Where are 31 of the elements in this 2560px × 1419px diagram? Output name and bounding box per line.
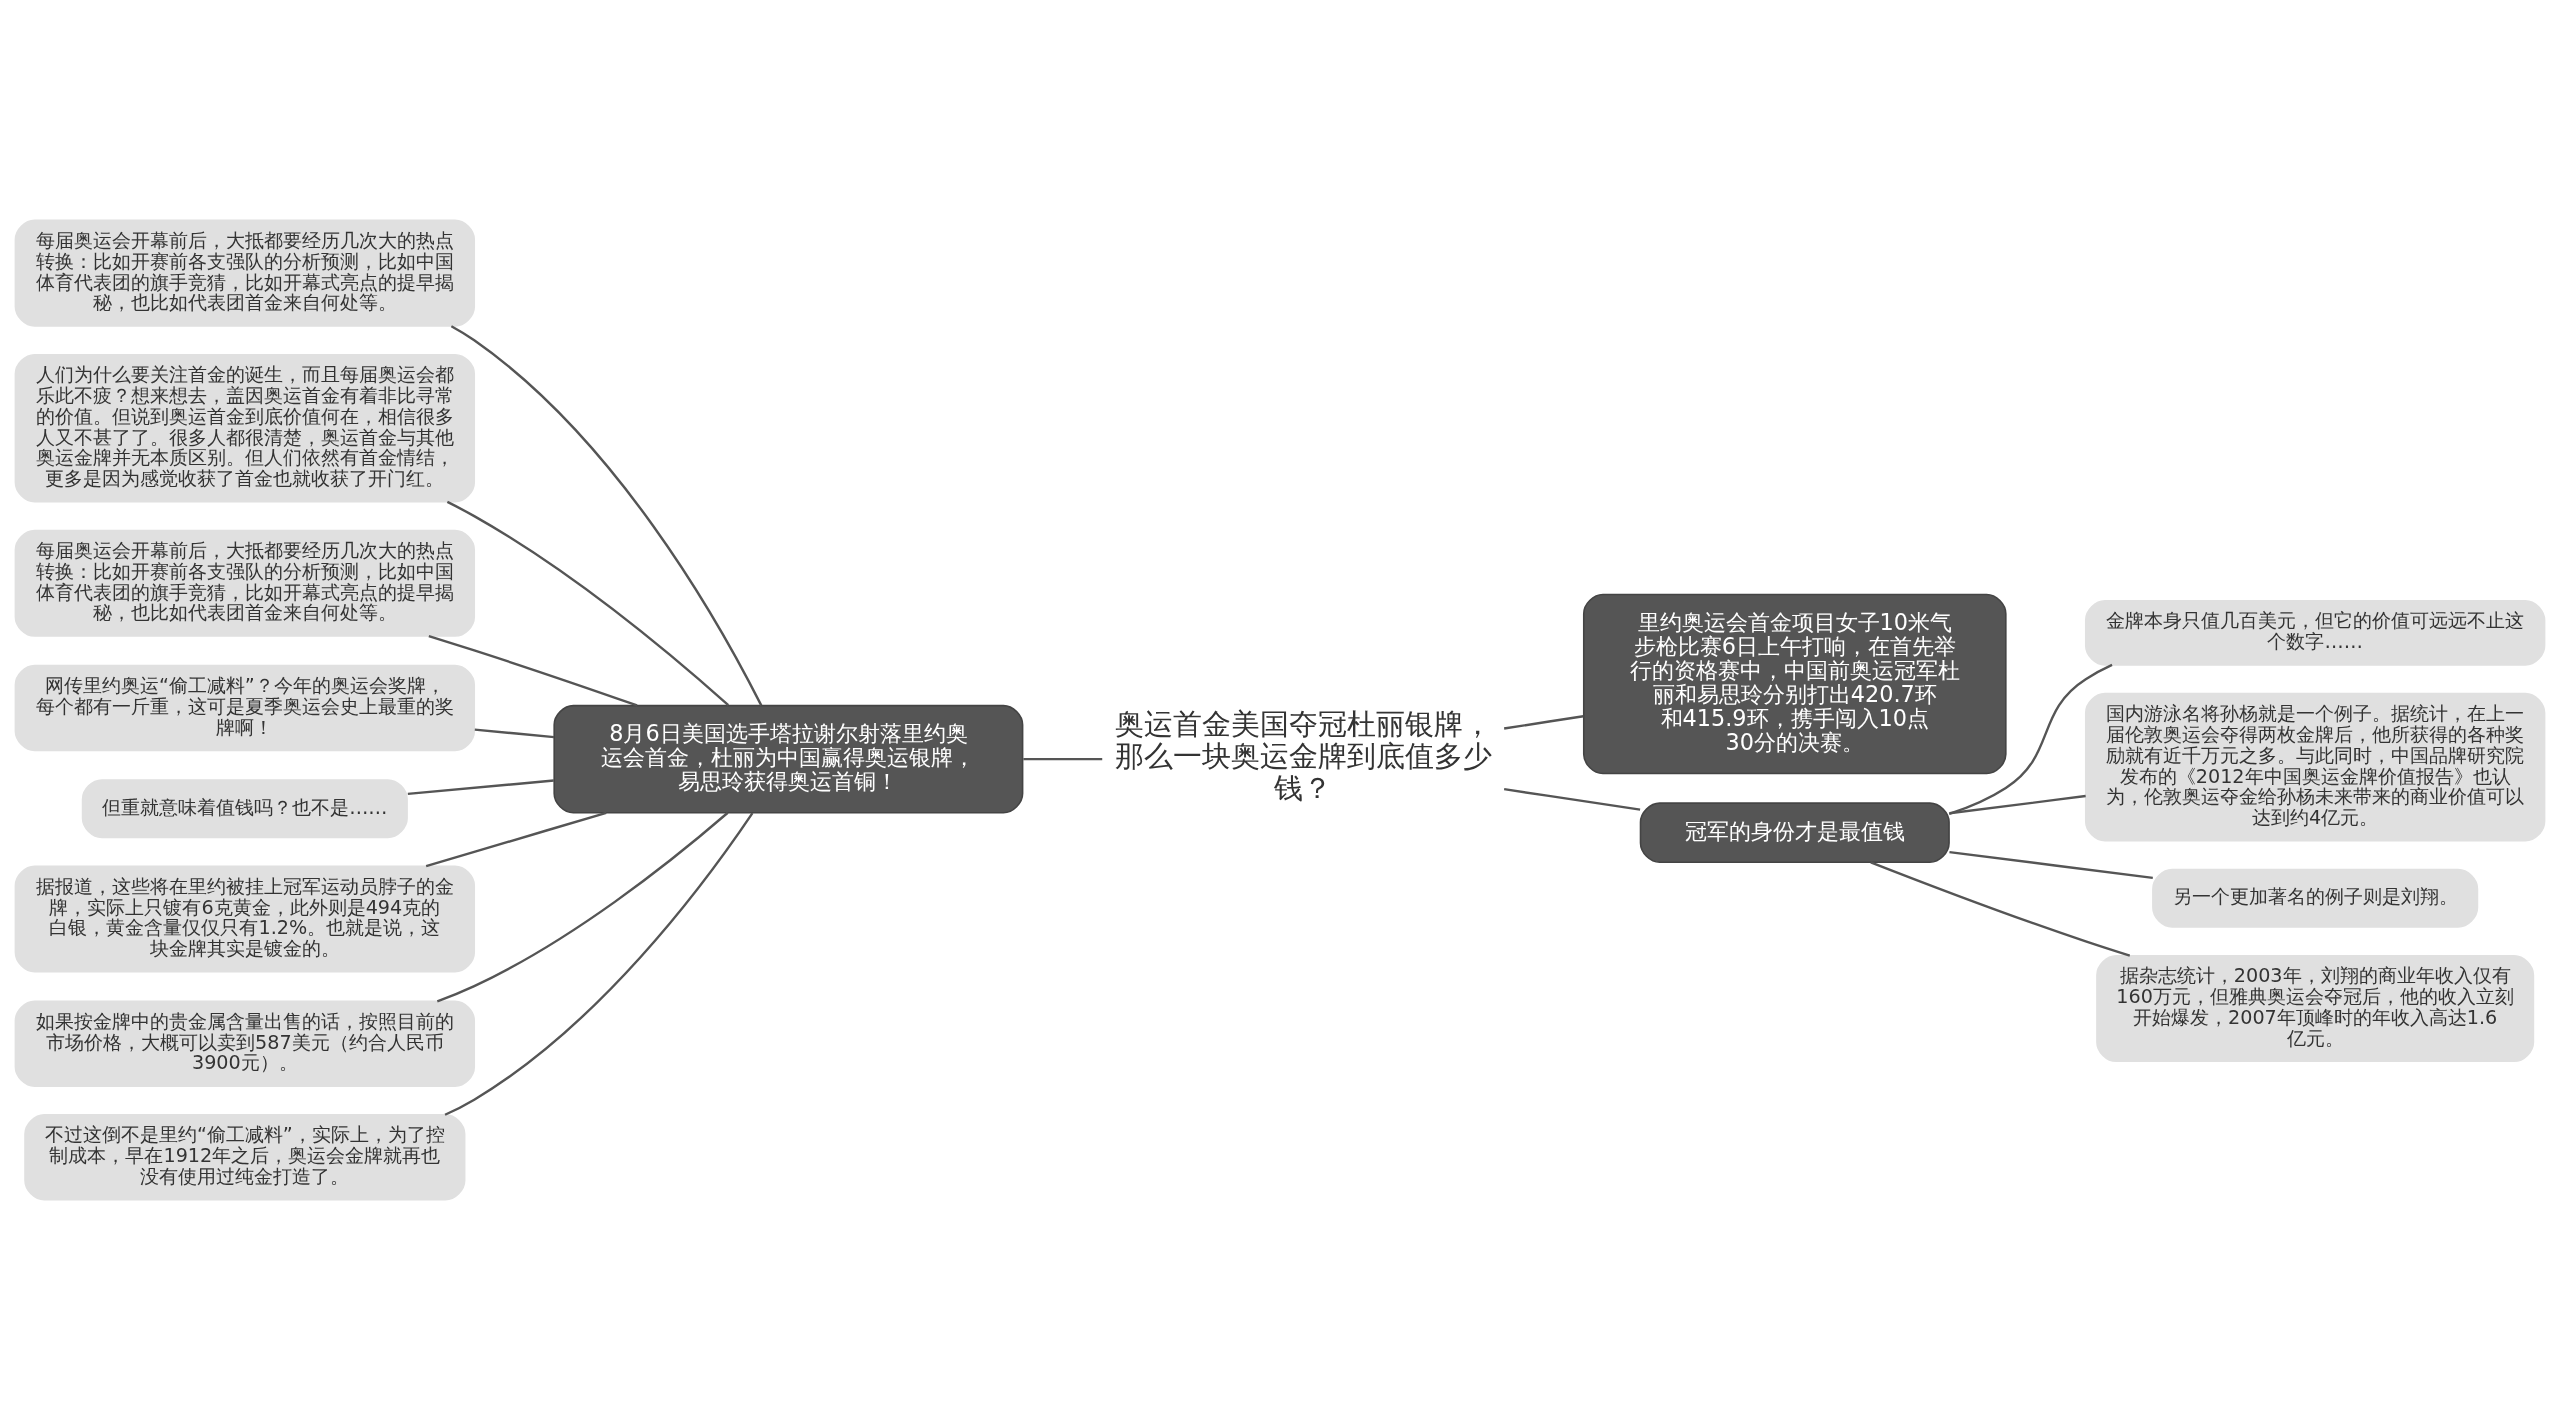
connector — [444, 811, 754, 1116]
connector — [436, 811, 729, 1002]
node-box: 每届奥运会开幕前后，大抵都要经历几次大的热点转换：比如开赛前各支强队的分析预测，比如中国体育代表团的旗手竞猜，比如开幕式亮点的提早揭秘，也比如代表团首金来自何处等。 — [14, 219, 476, 327]
connector — [450, 324, 763, 706]
connector — [1023, 757, 1103, 760]
node-box: 如果按金牌中的贵金属含量出售的话，按照目前的市场价格，大概可以卖到587美元（约合人民币3900元）。 — [14, 1000, 476, 1087]
connector — [1870, 860, 2131, 957]
node-box: 据杂志统计，2003年，刘翔的商业年收入仅有160万元，但雅典奥运会夺冠后，他的收入立刻开始爆发，2007年顶峰时的年收入高达1.6亿元。 — [2096, 954, 2535, 1062]
node-box: 里约奥运会首金项目女子10米气步枪比赛6日上午打响，在首先举行的资格赛中，中国前奥运冠军杜丽和易思玲分别打出420.7环和415.9环，携手闯入10点30分的决赛。 — [1582, 593, 2007, 774]
connector — [1503, 714, 1584, 730]
node-box: 冠军的身份才是最值钱 — [1639, 801, 1950, 863]
node-box: 人们为什么要关注首金的诞生，而且每届奥运会都乐此不疲？想来想去，盖因奥运首金有着非比寻常的价值。但说到奥运首金到底价值何在，相信很多人又不甚了了。很多人都很清楚，奥运首金与其他奥运金牌并无本质区别。但人们依然有首金情结，更多是因为感觉收获了首金也就收获了开门红。 — [14, 353, 476, 503]
node-box: 金牌本身只值几百美元，但它的价值可远远不止这个数字…… — [2084, 599, 2546, 666]
node-box: 但重就意味着值钱吗？也不是…… — [81, 778, 408, 838]
connector — [1949, 794, 2086, 814]
connector — [446, 500, 730, 706]
node-box: 8月6日美国选手塔拉谢尔射落里约奥运会首金，杜丽为中国赢得奥运银牌，易思玲获得奥运首铜！ — [553, 704, 1024, 813]
node-box: 另一个更加著名的例子则是刘翔。 — [2152, 868, 2479, 928]
connector — [428, 634, 638, 707]
connector — [1503, 787, 1641, 811]
node-box: 据报道，这些将在里约被挂上冠军运动员脖子的金牌，实际上只镀有6克黄金，此外则是494克的白银，黄金含量仅仅只有1.2%。也就是说，这块金牌其实是镀金的。 — [14, 864, 476, 973]
connector — [1948, 663, 2113, 815]
connector — [1949, 850, 2153, 879]
node-box: 不过这倒不是里约“偷工减料”，实际上，为了控制成本，早在1912年之后，奥运会金牌就再也没有使用过纯金打造了。 — [24, 1113, 466, 1200]
connector — [407, 778, 554, 795]
node-box: 国内游泳名将孙杨就是一个例子。据统计，在上一届伦敦奥运会夺得两枚金牌后，他所获得的各种奖励就有近千万元之多。与此同时，中国品牌研究院发布的《2012年中国奥运金牌价值报告》也认为，伦敦奥运夺金给孙杨未来带来的商业价值可以达到约4亿元。 — [2084, 692, 2546, 841]
node-box: 网传里约奥运“偷工减料”？今年的奥运会奖牌，每个都有一斤重，这可是夏季奥运会史上最重的奖牌啊！ — [14, 664, 476, 751]
connector — [425, 811, 607, 867]
node-box: 每届奥运会开幕前后，大抵都要经历几次大的热点转换：比如开赛前各支强队的分析预测，比如中国体育代表团的旗手竞猜，比如开幕式亮点的提早揭秘，也比如代表团首金来自何处等。 — [14, 529, 476, 637]
node-text: 奥运首金美国夺冠杜丽银牌，那么一块奥运金牌到底值多少钱？ — [1114, 706, 1492, 805]
connector — [474, 727, 555, 738]
